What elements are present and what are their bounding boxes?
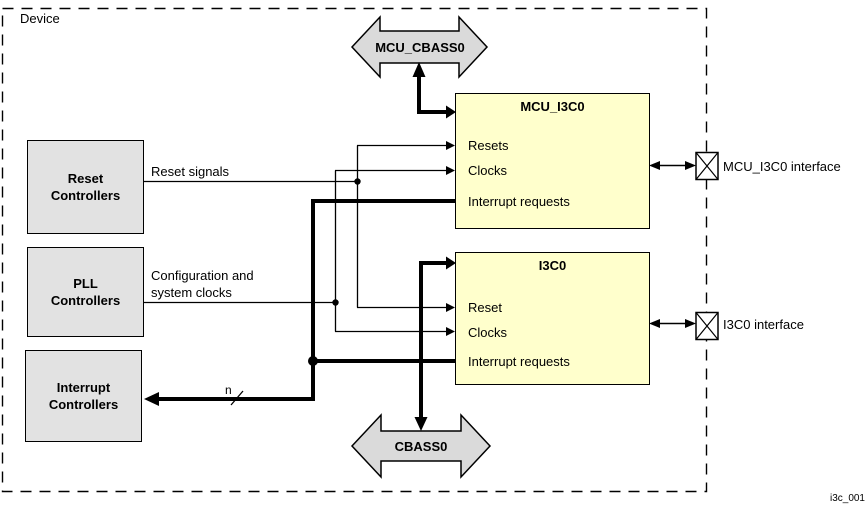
mcu-i3c0-title: MCU_I3C0 [520, 99, 585, 114]
pll-controllers-label-line1: PLL [73, 276, 98, 291]
mcu-i3c0-interface-symbol [695, 151, 719, 181]
interrupt-controllers-label-line1: Interrupt [56, 380, 111, 395]
i3c0-module-box: I3C0 Reset Clocks Interrupt requests [455, 252, 650, 385]
reset-controllers-box: Reset Controllers [27, 140, 144, 234]
cbass0-bus-arrow-icon [350, 413, 492, 479]
arrowhead-right-icon [685, 319, 696, 328]
i3c0-interface-symbol [695, 311, 719, 341]
bus-width-slash-icon [230, 390, 244, 406]
reset-controllers-label-line2: Controllers [50, 188, 121, 203]
figure-id-label: i3c_001 [829, 493, 865, 504]
i3c0-row-reset: Reset [468, 300, 502, 315]
mcu-i3c0-row-resets: Resets [468, 138, 509, 153]
mcu-i3c0-interface-label: MCU_I3C0 interface [723, 159, 841, 174]
config-clocks-label: Configuration and system clocks [151, 267, 254, 301]
config-clocks-label-line2: system clocks [151, 285, 232, 300]
mcu-cbass0-link [412, 62, 456, 119]
arrowhead-left-icon [649, 161, 660, 170]
arrowhead-right-icon [685, 161, 696, 170]
interrupt-controllers-label-line2: Controllers [48, 397, 119, 412]
i3c0-title: I3C0 [538, 258, 567, 273]
arrowhead-right-icon [446, 166, 455, 175]
i3c0-interface-label: I3C0 interface [723, 317, 804, 332]
i3c0-row-interrupts: Interrupt requests [468, 354, 570, 369]
arrowhead-up-icon [412, 62, 426, 77]
config-clocks-label-line1: Configuration and [151, 268, 254, 283]
i3c0-interface-link [649, 319, 696, 328]
mcu-i3c0-row-interrupts: Interrupt requests [468, 194, 570, 209]
arrowhead-right-icon [446, 303, 455, 312]
mcu-i3c0-module-box: MCU_I3C0 Resets Clocks Interrupt request… [455, 93, 650, 229]
x-cross-icon [695, 152, 719, 180]
cbass0-bus-label: CBASS0 [395, 439, 448, 454]
pll-controllers-box: PLL Controllers [27, 247, 144, 337]
mcu-cbass0-bus-label: MCU_CBASS0 [375, 40, 465, 55]
arrowhead-left-icon [649, 319, 660, 328]
bus-width-label: n [225, 383, 232, 397]
i3c0-row-clocks: Clocks [468, 325, 508, 340]
arrowhead-down-icon [414, 417, 428, 431]
reset-controllers-label-line1: Reset [67, 171, 104, 186]
reset-net-junction-dot [354, 178, 361, 185]
x-cross-icon [695, 312, 719, 340]
mcu-i3c0-interface-link [649, 161, 696, 170]
cbass0-link [414, 256, 456, 431]
arrowhead-right-icon [446, 141, 455, 150]
pll-controllers-label-line2: Controllers [50, 293, 121, 308]
mcu-cbass0-bus-arrow-icon [350, 15, 489, 79]
interrupt-net-junction-dot [308, 356, 318, 366]
config-clocks-net [143, 169, 447, 333]
interrupt-controllers-box: Interrupt Controllers [25, 350, 142, 442]
arrowhead-left-icon [144, 392, 159, 406]
reset-signals-label: Reset signals [151, 164, 230, 179]
device-label: Device [20, 11, 60, 26]
mcu-i3c0-row-clocks: Clocks [468, 163, 508, 178]
config-net-junction-dot [332, 299, 339, 306]
arrowhead-right-icon [446, 327, 455, 336]
